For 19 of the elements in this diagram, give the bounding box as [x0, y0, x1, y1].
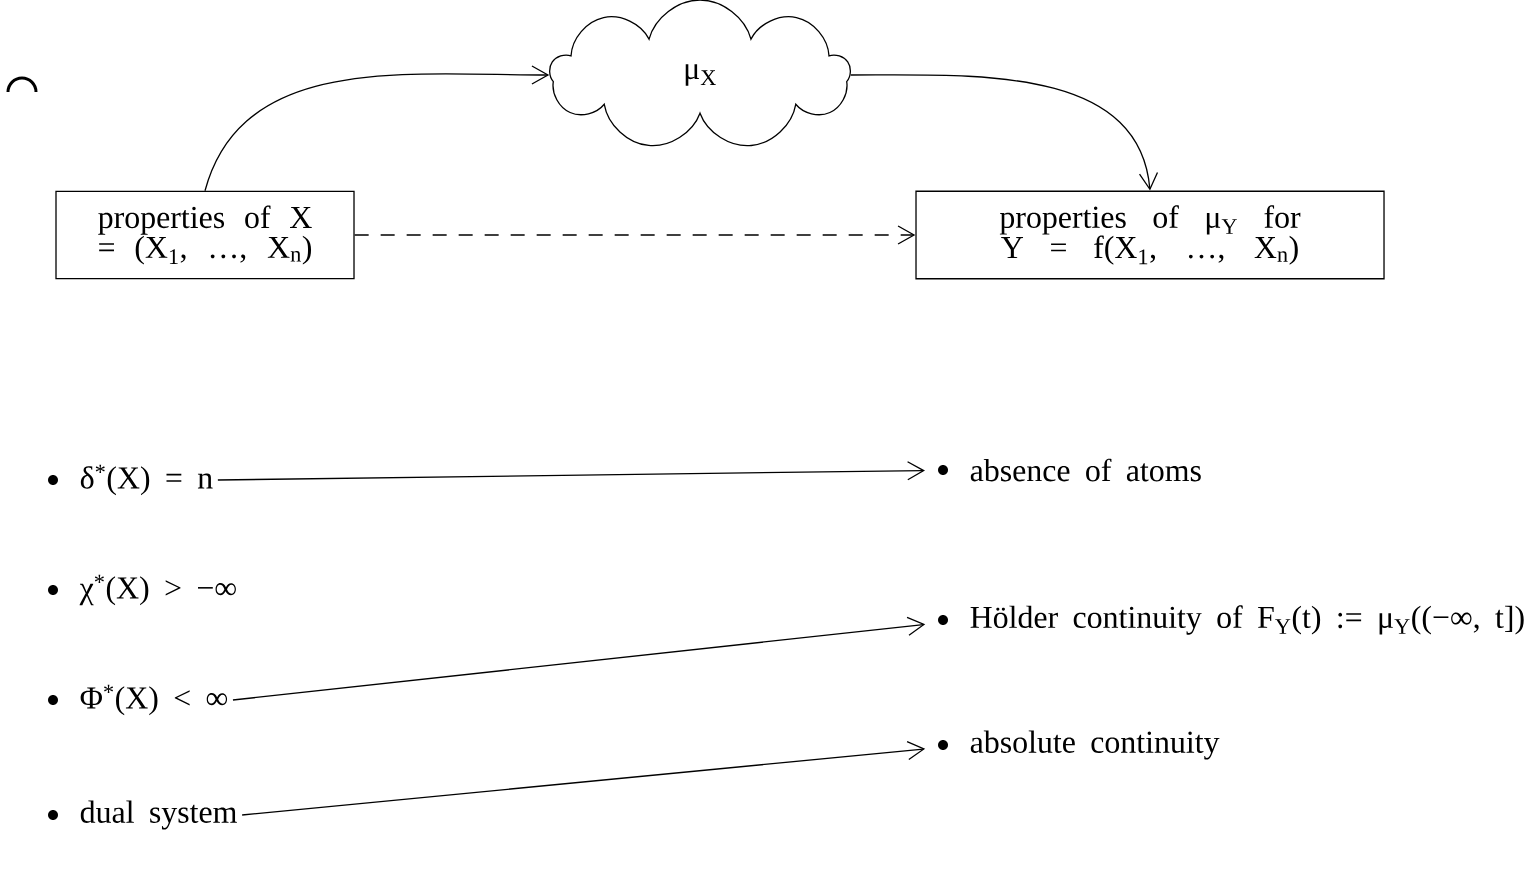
list-item: absolute continuity [938, 730, 1220, 760]
arrow [354, 225, 916, 245]
node-label: δ$^{*}$(X) = n [80, 464, 213, 496]
list-item: dual system [48, 800, 237, 830]
property-box: properties of μ$_{Y}$ for Y = f(X$_{1}$, …, X$_{n}$) [915, 190, 1385, 280]
list-item: δ$^{*}$(X) = n [48, 464, 213, 496]
node-label: χ$^{*}$(X) > −∞ [79, 574, 236, 606]
property-box: properties of X = (X$_{1}$, …, X$_{n}$) [55, 190, 355, 280]
list-item: Φ$^{*}$(X) < ∞ [48, 684, 228, 716]
node-label: Φ$^{*}$(X) < ∞ [80, 684, 228, 716]
list-item: χ$^{*}$(X) > −∞ [48, 574, 236, 606]
list-item: Hölder continuity of F$_{Y}$(t) := μ$_{Y}$((−∞, t]) [938, 605, 1524, 635]
list-item: absence of atoms [938, 458, 1201, 482]
arrow [850, 74, 1159, 191]
arrow [204, 65, 550, 192]
arrow [241, 740, 926, 816]
node-label: dual system [80, 800, 237, 830]
arrow [217, 461, 925, 481]
arrow [232, 616, 926, 701]
